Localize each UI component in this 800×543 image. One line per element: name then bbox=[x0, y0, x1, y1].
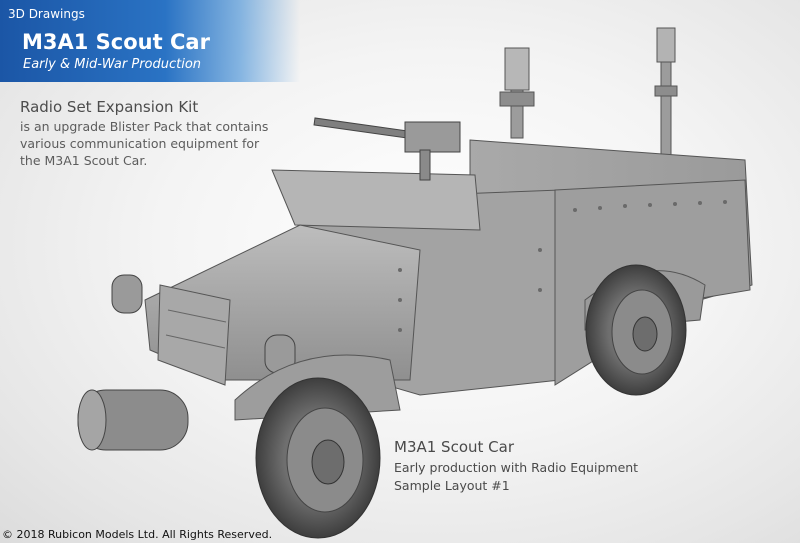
machine-gun bbox=[313, 117, 461, 181]
product-title: M3A1 Scout Car bbox=[22, 30, 210, 54]
front-wheel bbox=[255, 377, 381, 539]
windshield-frame bbox=[271, 169, 481, 231]
caption-title: M3A1 Scout Car bbox=[394, 438, 514, 456]
headlight-left bbox=[111, 274, 143, 314]
kit-description: is an upgrade Blister Pack that contains… bbox=[20, 119, 269, 168]
rivets bbox=[398, 200, 727, 332]
product-subtitle: Early & Mid-War Production bbox=[23, 57, 202, 72]
kit-title: Radio Set Expansion Kit bbox=[20, 98, 199, 116]
render-caption: M3A1 Scout Car Early production with Rad… bbox=[394, 438, 638, 495]
kit-description-block: Radio Set Expansion Kit is an upgrade Bl… bbox=[20, 98, 300, 169]
caption-line-2: Sample Layout #1 bbox=[394, 478, 510, 493]
copyright-notice: © 2018 Rubicon Models Ltd. All Rights Re… bbox=[2, 528, 273, 541]
caption-line-1: Early production with Radio Equipment bbox=[394, 460, 639, 475]
category-label: 3D Drawings bbox=[8, 7, 85, 21]
radio-antenna-front bbox=[499, 47, 535, 139]
front-winch-roller bbox=[77, 389, 189, 451]
rear-wheel bbox=[585, 264, 687, 396]
radiator-grille bbox=[157, 284, 231, 386]
header-banner: 3D Drawings M3A1 Scout Car Early & Mid-W… bbox=[0, 0, 300, 82]
